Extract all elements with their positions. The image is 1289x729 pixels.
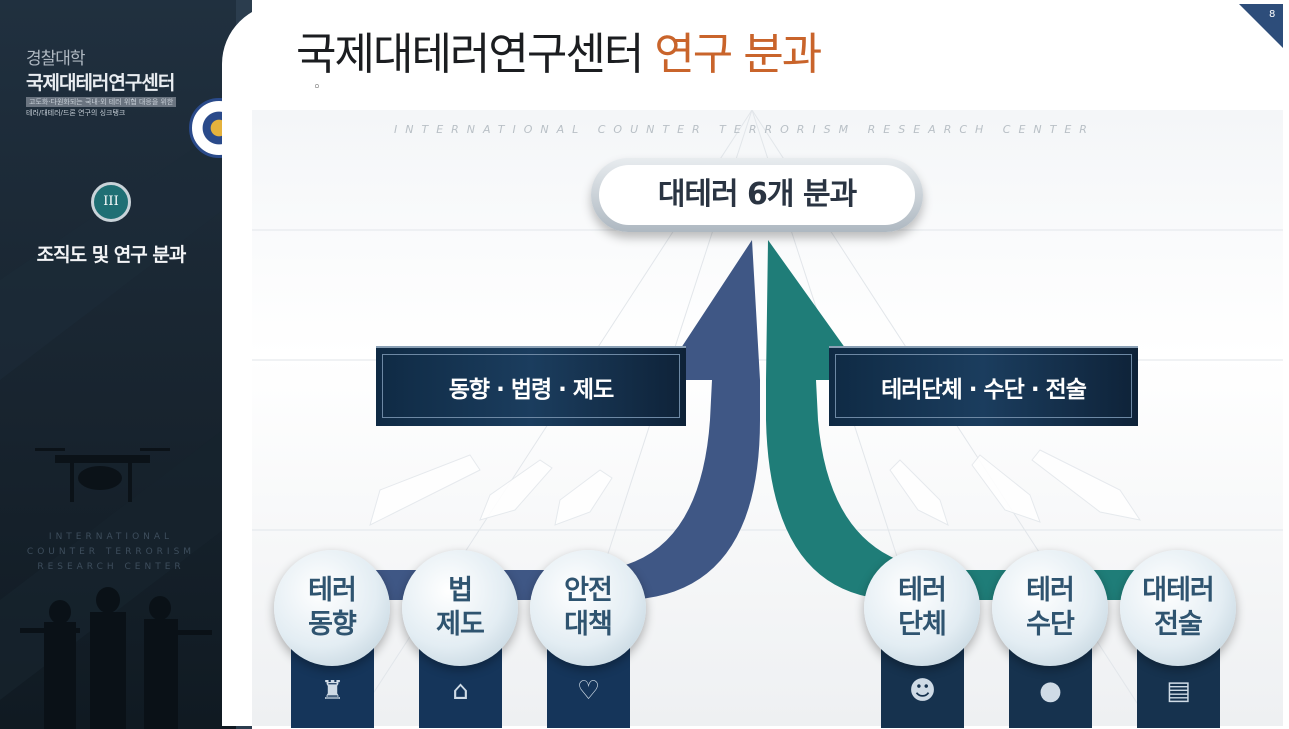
division-line2: 수단: [1026, 609, 1075, 640]
sidebar-pattern: [0, 120, 236, 729]
right-arrow: [766, 240, 1200, 600]
division-line1: 테러: [308, 575, 357, 606]
watermark-line: RESEARCH CENTER: [37, 562, 185, 572]
top-label-pill: 대테러 6개 분과: [591, 158, 923, 232]
center-name: 국제대테러연구센터: [26, 72, 175, 94]
strategy-icon: ▤: [1166, 676, 1191, 706]
tagline-2: 테러/대테러/드론 연구의 싱크탱크: [26, 109, 126, 117]
bullet-point: ◦: [313, 80, 321, 95]
division-line1: 대테러: [1142, 575, 1215, 606]
title-accent: 연구 분과: [654, 29, 822, 80]
drone-silhouette: [35, 448, 170, 502]
right-category-label: 테러단체 · 수단 · 전술: [881, 377, 1087, 403]
watermark-line: INTERNATIONAL: [48, 532, 174, 542]
tagline-1: 고도화·다원화되는 국내·외 테러 위협 대응을 위한: [26, 97, 177, 107]
division-line2: 대책: [564, 609, 613, 640]
hands-icon: ♡: [576, 676, 601, 706]
page-title: 국제대테러연구센터 연구 분과: [296, 18, 822, 82]
university-name: 경찰대학: [26, 49, 86, 69]
soldiers-silhouette: [20, 587, 212, 729]
watermark-line: COUNTER TERRORISM: [26, 547, 196, 557]
division-line2: 동향: [308, 609, 357, 640]
meeting-icon: ♜: [320, 676, 345, 706]
division-line1: 법: [448, 575, 473, 606]
left-category-banner: 동향 · 법령 · 제도: [376, 346, 686, 426]
section-title: 조직도 및 연구 분과: [36, 244, 187, 266]
terrorist-icon: ☻: [908, 676, 937, 706]
bomb-icon: ●: [1039, 676, 1062, 706]
faint-arrows: [369, 449, 1142, 526]
left-category-label: 동향 · 법령 · 제도: [448, 377, 614, 403]
english-banner: INTERNATIONAL COUNTER TERRORISM RESEARCH…: [394, 123, 1095, 136]
division-line1: 안전: [564, 575, 613, 606]
page-number: 8: [1269, 9, 1276, 20]
division-line2: 제도: [436, 609, 485, 640]
top-label: 대테러 6개 분과: [599, 165, 915, 225]
sidebar-watermark: INTERNATIONAL COUNTER TERRORISM RESEARCH…: [0, 530, 222, 575]
title-main: 국제대테러연구센터: [296, 29, 644, 80]
left-arrow: [310, 240, 760, 600]
division-line2: 단체: [898, 609, 947, 640]
division-line2: 전술: [1154, 609, 1203, 640]
right-category-banner: 테러단체 · 수단 · 전술: [829, 346, 1138, 426]
division-line1: 테러: [898, 575, 947, 606]
section-number-badge: III: [91, 182, 131, 222]
building-icon: ⌂: [452, 676, 469, 706]
division-line1: 테러: [1026, 575, 1075, 606]
page-corner: [1239, 4, 1283, 48]
